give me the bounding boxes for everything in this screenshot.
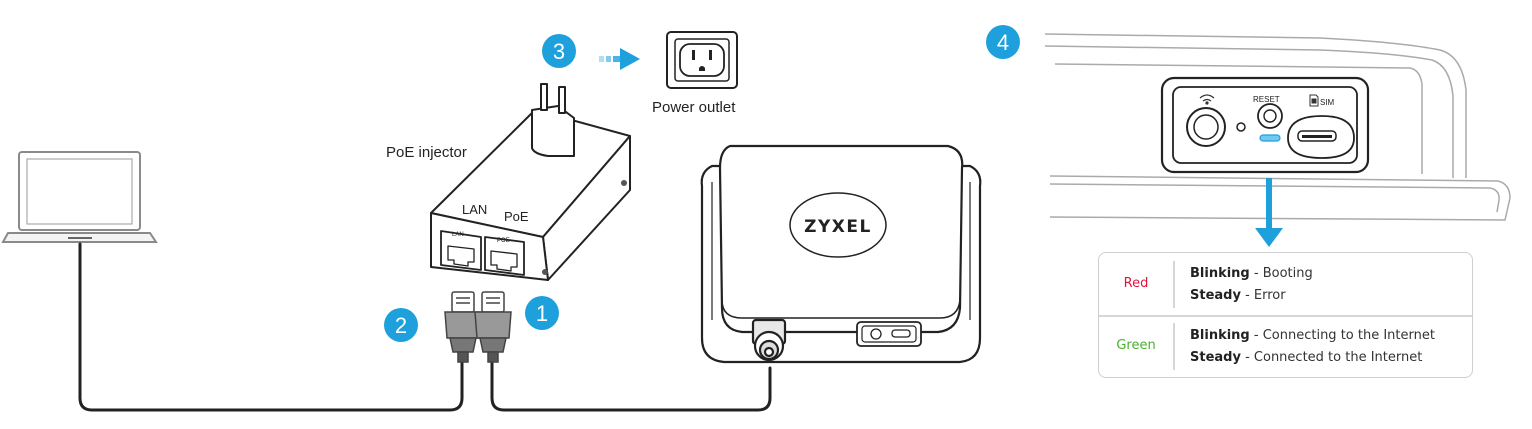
step-badge-2: 2 bbox=[384, 308, 418, 342]
svg-text:4: 4 bbox=[997, 30, 1009, 55]
zyxel-logo-text: ZYXEL bbox=[804, 217, 872, 237]
poe-injector-icon bbox=[430, 83, 631, 281]
poe-plug-icon bbox=[474, 291, 512, 363]
wifi-icon bbox=[1199, 94, 1215, 105]
step-badge-1: 1 bbox=[525, 296, 559, 330]
sim-label: SIM bbox=[1320, 98, 1335, 107]
step-badge-4: 4 bbox=[986, 25, 1020, 59]
down-arrow-icon bbox=[1255, 178, 1283, 247]
legend-row-green: Green Blinking - Connecting to the Inter… bbox=[1099, 315, 1472, 377]
legend-state: Steady - Error bbox=[1190, 288, 1286, 303]
lan-plug-icon bbox=[444, 291, 482, 363]
lan-port-label: LAN bbox=[462, 202, 487, 217]
step-3-arrow-icon bbox=[599, 48, 640, 70]
power-outlet-icon bbox=[666, 31, 738, 89]
legend-divider bbox=[1099, 315, 1472, 317]
poe-port-label: PoE bbox=[504, 209, 529, 224]
svg-text:2: 2 bbox=[395, 313, 407, 338]
power-outlet-label: Power outlet bbox=[652, 99, 736, 116]
poe-port-label-small: POE bbox=[497, 238, 510, 244]
legend-divider bbox=[1173, 261, 1175, 308]
legend-color-green: Green bbox=[1116, 338, 1156, 353]
legend-row-red: Red Blinking - Booting Steady - Error bbox=[1099, 253, 1472, 315]
sim-card-icon bbox=[1309, 94, 1319, 107]
lan-port-label-small: LAN bbox=[452, 232, 464, 238]
reset-label: RESET bbox=[1253, 95, 1280, 104]
legend-color-red: Red bbox=[1123, 276, 1149, 291]
step-badge-3: 3 bbox=[542, 34, 576, 68]
legend-state: Blinking - Booting bbox=[1190, 266, 1313, 281]
legend-state: Steady - Connected to the Internet bbox=[1190, 350, 1423, 365]
zyxel-device-icon bbox=[700, 144, 982, 364]
device-closeup-icon bbox=[1044, 33, 1511, 221]
laptop-icon bbox=[1, 151, 158, 243]
svg-text:1: 1 bbox=[536, 301, 548, 326]
legend-divider bbox=[1173, 323, 1175, 370]
led-status-legend: Red Blinking - Booting Steady - Error Gr… bbox=[1098, 252, 1473, 378]
legend-state: Blinking - Connecting to the Internet bbox=[1190, 328, 1435, 343]
poe-injector-label: PoE injector bbox=[386, 144, 467, 161]
device-panel bbox=[1160, 76, 1370, 174]
svg-text:3: 3 bbox=[553, 39, 565, 64]
ethernet-cables bbox=[78, 242, 772, 412]
